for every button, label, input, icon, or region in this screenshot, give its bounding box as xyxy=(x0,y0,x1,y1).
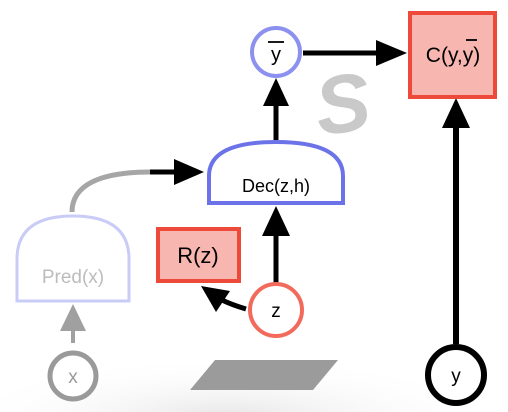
edge-z-to-dec xyxy=(262,206,290,285)
node-y: y xyxy=(425,344,487,406)
node-c-label: C(y,y) xyxy=(426,44,480,67)
node-ybar: y xyxy=(250,26,302,78)
node-pred-label: Pred(x) xyxy=(42,267,104,288)
node-dec: Dec(z,h) xyxy=(207,139,345,205)
node-y-label: y xyxy=(451,366,461,387)
node-c: C(y,y) xyxy=(408,11,497,99)
node-pred: Pred(x) xyxy=(15,214,131,303)
edge-z-to-r xyxy=(201,286,247,312)
edge-pred-to-dec xyxy=(69,159,204,213)
latent-plane-shape xyxy=(190,360,338,390)
node-x: x xyxy=(47,350,99,402)
edge-y-to-c xyxy=(442,98,470,344)
node-dec-label: Dec(z,h) xyxy=(242,176,310,196)
node-z: z xyxy=(248,282,304,338)
node-ybar-label: y xyxy=(271,44,281,66)
watermark-glyph: S xyxy=(309,56,376,154)
edge-x-to-pred xyxy=(60,304,86,343)
node-r: R(z) xyxy=(156,227,241,283)
node-z-label: z xyxy=(271,301,281,322)
node-r-label: R(z) xyxy=(177,243,219,268)
edge-ybar-to-c xyxy=(303,40,407,66)
node-x-label: x xyxy=(68,367,78,388)
edge-dec-to-ybar xyxy=(263,78,289,140)
